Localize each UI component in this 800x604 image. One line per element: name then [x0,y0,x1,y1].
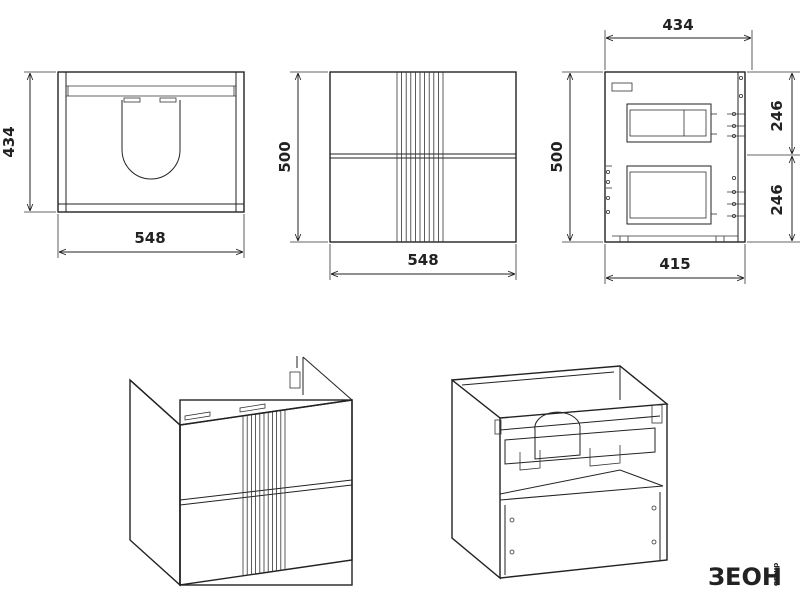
front-view: 500 548 [276,71,517,280]
front-view-width-label: 548 [407,251,438,269]
brand-logo: ЗЕОН group [708,563,782,591]
top-view-depth-label: 434 [0,126,18,157]
side-view-inner-depth-label: 415 [659,255,690,273]
brand-logo-text: ЗЕОН [708,563,782,591]
top-view-width-label: 548 [134,229,165,247]
side-view: 434 500 246 246 415 [548,16,800,284]
side-view-drawer-top-label: 246 [768,100,786,131]
side-view-height-label: 500 [548,141,566,172]
brand-logo-subtext: group [772,563,780,586]
isometric-rear-view [451,365,669,580]
front-grooves [396,72,444,242]
side-view-depth-label: 434 [662,16,693,34]
isometric-front-view [129,356,353,587]
isometric-grooves [242,410,286,576]
top-view: 434 548 [0,71,245,258]
front-view-height-label: 500 [276,141,294,172]
side-view-drawer-bottom-label: 246 [768,184,786,215]
